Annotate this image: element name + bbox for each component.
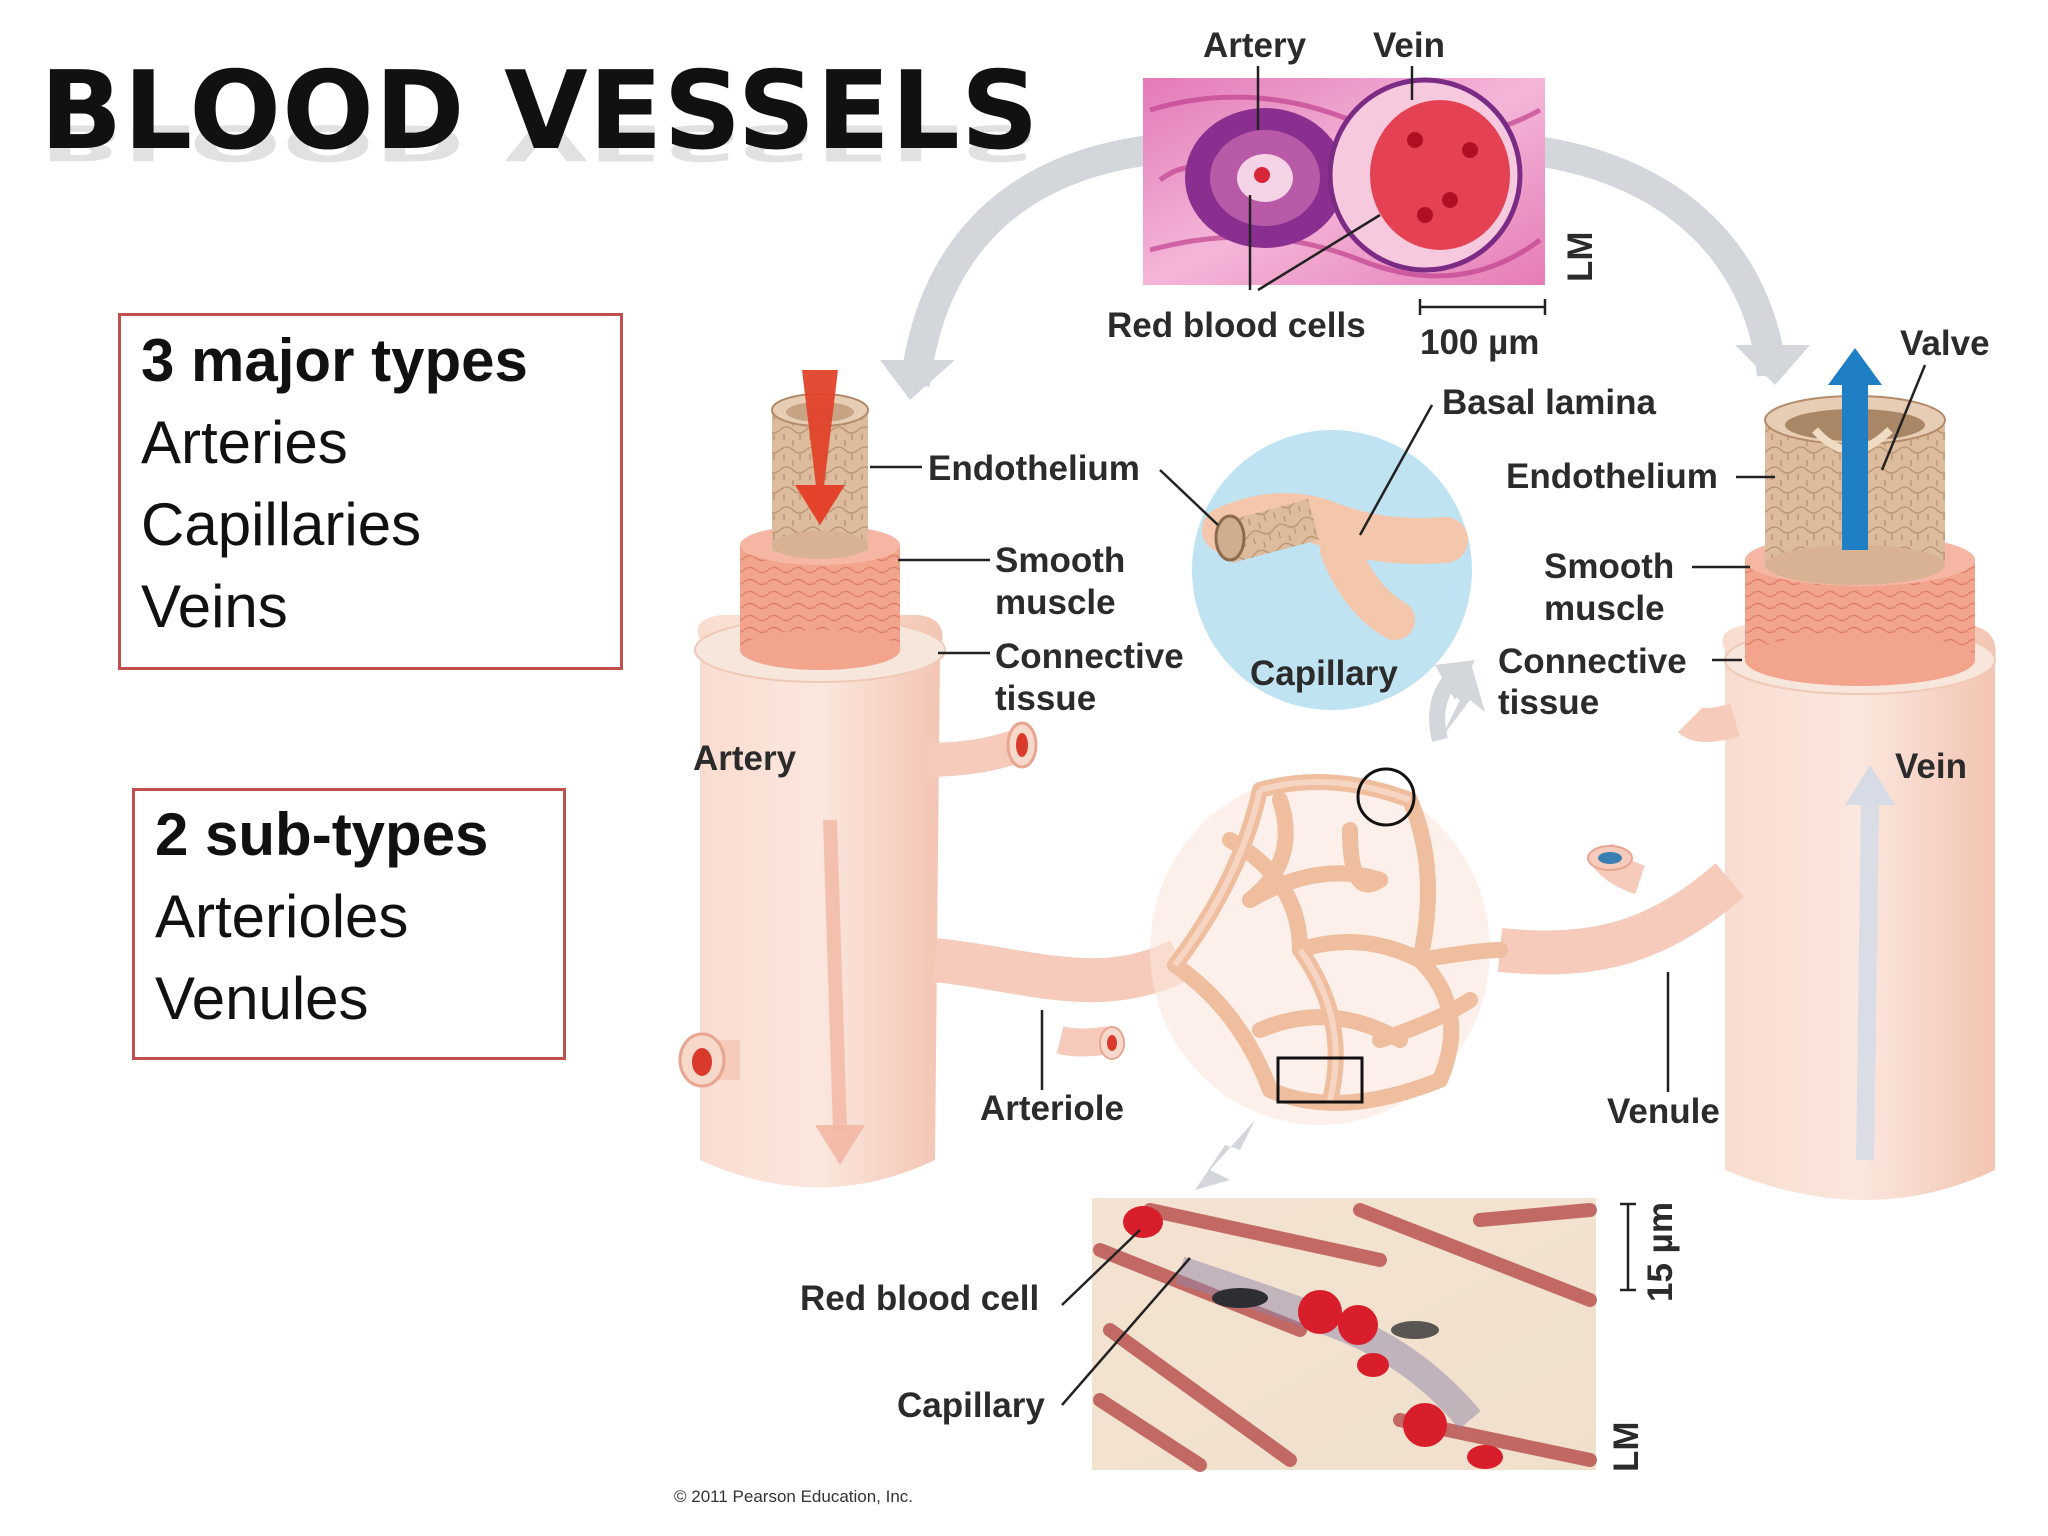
top-micrograph (1143, 77, 1545, 285)
label-venule: Venule (1607, 1092, 1720, 1131)
label-smooth-right-2: muscle (1544, 589, 1665, 628)
label-capillary: Capillary (1250, 654, 1398, 693)
major-type-capillaries: Capillaries (141, 491, 422, 558)
sub-types-heading: 2 sub-types (155, 801, 489, 868)
vein-vessel (1677, 348, 1996, 1200)
label-smooth-left-1: Smooth (995, 541, 1125, 580)
label-lm-top: LM (1561, 231, 1600, 282)
label-connective-left-1: Connective (995, 637, 1184, 676)
copyright-text: © 2011 Pearson Education, Inc. (674, 1487, 913, 1506)
major-types-heading: 3 major types (141, 327, 528, 394)
flow-arrow-to-vein (1528, 135, 1787, 377)
label-arteriole: Arteriole (980, 1089, 1124, 1128)
label-red-blood-cell: Red blood cell (800, 1279, 1039, 1318)
major-type-veins: Veins (141, 573, 288, 640)
label-connective-right-1: Connective (1498, 642, 1687, 681)
label-connective-right-2: tissue (1498, 683, 1599, 722)
label-endothelium-right: Endothelium (1506, 457, 1718, 496)
label-connective-left-2: tissue (995, 679, 1096, 718)
flow-arrow-to-artery (900, 135, 1152, 387)
label-endothelium-left: Endothelium (928, 449, 1140, 488)
label-smooth-left-2: muscle (995, 583, 1116, 622)
label-smooth-right-1: Smooth (1544, 547, 1674, 586)
capillary-inset (1192, 430, 1472, 710)
sub-types-box: 2 sub-types Arterioles Venules (132, 788, 566, 1060)
major-type-arteries: Arteries (141, 409, 348, 476)
page-title: BLOOD VESSELS (40, 49, 1040, 174)
label-capillary-bottom: Capillary (897, 1386, 1045, 1425)
flow-arrowhead-artery (880, 360, 955, 400)
label-artery-top: Artery (1203, 26, 1307, 65)
inset-pointer-arrow (1440, 660, 1485, 740)
bottom-micrograph (1092, 1198, 1597, 1472)
micrograph-pointer-arrow (1195, 1120, 1255, 1190)
sub-type-arterioles: Arterioles (155, 883, 409, 950)
label-lm-bottom: LM (1607, 1421, 1646, 1472)
label-basal-lamina: Basal lamina (1442, 383, 1657, 422)
label-scale-top: 100 µm (1420, 323, 1539, 362)
flow-arrowhead-vein (1735, 345, 1810, 385)
artery-vessel (678, 370, 1038, 1188)
label-red-blood-cells: Red blood cells (1107, 306, 1366, 345)
label-vein-top: Vein (1373, 26, 1445, 65)
label-scale-bottom: 15 µm (1641, 1202, 1680, 1302)
label-artery: Artery (693, 739, 797, 778)
capillary-bed (932, 767, 1745, 1125)
major-types-box: 3 major types Arteries Capillaries Veins (118, 313, 623, 670)
label-vein: Vein (1895, 747, 1967, 786)
sub-type-venules: Venules (155, 965, 369, 1032)
label-valve: Valve (1900, 324, 1990, 363)
